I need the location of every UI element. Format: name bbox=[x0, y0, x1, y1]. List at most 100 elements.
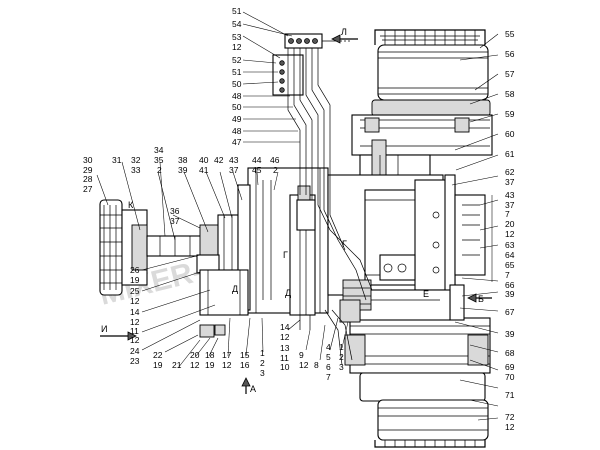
callout-r-26: 72 bbox=[505, 412, 515, 422]
callout-top-3c: 2 bbox=[157, 165, 162, 175]
callout-l-3: 12 bbox=[130, 296, 140, 306]
callout-r-17: 7 bbox=[505, 270, 510, 280]
letter-a: А bbox=[250, 384, 256, 394]
callout-b-7-0: 14 bbox=[280, 322, 290, 332]
callout-b-2-1: 12 bbox=[190, 360, 200, 370]
callout-r-21: 39 bbox=[505, 329, 515, 339]
callout-tl-3: 12 bbox=[232, 42, 242, 52]
callout-b-7-1: 12 bbox=[280, 332, 290, 342]
callout-r-4: 59 bbox=[505, 109, 515, 119]
callout-top-7a: 43 bbox=[229, 155, 239, 165]
letter-b: Б bbox=[478, 294, 484, 304]
callout-top-7b: 37 bbox=[229, 165, 239, 175]
callout-tl-0: 51 bbox=[232, 6, 242, 16]
callout-top-0c: 28 bbox=[83, 174, 93, 184]
callout-tl-7: 48 bbox=[232, 91, 242, 101]
callout-top-0d: 27 bbox=[83, 184, 93, 194]
callout-tl-1: 54 bbox=[232, 19, 242, 29]
letter-k: К bbox=[128, 200, 134, 210]
callout-r-18: 66 bbox=[505, 280, 515, 290]
left-motor-assembly bbox=[99, 184, 251, 338]
callout-b-6-1: 2 bbox=[260, 358, 265, 368]
callout-b-11-1: 2 bbox=[339, 352, 344, 362]
callout-r-20: 67 bbox=[505, 307, 515, 317]
callout-l-1: 19 bbox=[130, 275, 140, 285]
callout-b-8-1: 12 bbox=[299, 360, 309, 370]
callout-b-10-2: 6 bbox=[326, 362, 331, 372]
callout-b-9-0: 8 bbox=[314, 360, 319, 370]
callout-b-7-3: 11 bbox=[280, 353, 289, 363]
callout-r-16: 65 bbox=[505, 260, 515, 270]
callout-b-5-1: 16 bbox=[240, 360, 250, 370]
callouts-left: 26 19 25 12 14 12 11 12 24 23 bbox=[130, 265, 140, 366]
callout-r-12: 20 bbox=[505, 219, 515, 229]
callout-l-8: 24 bbox=[130, 346, 140, 356]
callout-b-2-0: 20 bbox=[190, 350, 200, 360]
callout-r-6: 61 bbox=[505, 149, 515, 159]
callout-tl-2: 53 bbox=[232, 32, 242, 42]
callouts-top-left: 51 54 53 12 52 51 50 48 50 49 48 47 bbox=[232, 6, 242, 147]
leader-lines bbox=[96, 11, 499, 421]
callout-tl-6: 50 bbox=[232, 79, 242, 89]
callout-r-13: 12 bbox=[505, 229, 515, 239]
callout-tl-4: 52 bbox=[232, 55, 242, 65]
callout-tl-10: 48 bbox=[232, 126, 242, 136]
callout-r-24: 70 bbox=[505, 372, 515, 382]
letter-d1: Д bbox=[232, 284, 238, 294]
callout-top-8a: 44 bbox=[252, 155, 262, 165]
callout-top-0b: 29 bbox=[83, 165, 93, 175]
callout-l-7: 12 bbox=[130, 335, 140, 345]
letter-d2: Д bbox=[285, 288, 291, 298]
callout-tl-9: 49 bbox=[232, 114, 242, 124]
callout-r-5: 60 bbox=[505, 129, 515, 139]
callout-top-9a: 46 bbox=[270, 155, 280, 165]
letter-e: Е bbox=[423, 289, 429, 299]
callout-top-5a: 40 bbox=[199, 155, 209, 165]
callout-top-8b: 45 bbox=[252, 165, 262, 175]
callout-top-6a: 42 bbox=[214, 155, 224, 165]
callout-b-6-2: 3 bbox=[260, 368, 265, 378]
callout-b-3-1: 19 bbox=[205, 360, 215, 370]
callout-l-0: 26 bbox=[130, 265, 140, 275]
callout-r-27: 12 bbox=[505, 422, 515, 432]
letter-g2: Г bbox=[342, 239, 347, 249]
callout-b-10-1: 5 bbox=[326, 352, 331, 362]
callout-tl-8: 50 bbox=[232, 102, 242, 112]
callout-top-9b: 2 bbox=[273, 165, 278, 175]
callouts-bottom: 22 19 21 20 12 18 19 17 12 15 16 1 2 3 1… bbox=[153, 322, 344, 382]
callout-mid-1: 37 bbox=[170, 216, 180, 226]
callout-top-3b: 35 bbox=[154, 155, 164, 165]
section-letters: К Л И Г Г Д Д Е Б А bbox=[101, 27, 484, 394]
callout-r-11: 7 bbox=[505, 209, 510, 219]
letter-l: Л bbox=[341, 27, 347, 37]
callout-tl-11: 47 bbox=[232, 137, 242, 147]
callout-r-25: 71 bbox=[505, 390, 515, 400]
callout-r-1: 56 bbox=[505, 49, 515, 59]
callout-l-6: 11 bbox=[130, 326, 139, 336]
callout-tl-5: 51 bbox=[232, 67, 242, 77]
callout-r-22: 68 bbox=[505, 348, 515, 358]
callout-r-23: 69 bbox=[505, 362, 515, 372]
callout-b-4-1: 12 bbox=[222, 360, 232, 370]
callout-l-2: 25 bbox=[130, 286, 140, 296]
callout-l-4: 14 bbox=[130, 307, 140, 317]
letter-i: И bbox=[101, 324, 107, 334]
callout-b-10-0: 4 bbox=[326, 342, 331, 352]
letter-g1: Г bbox=[283, 250, 288, 260]
callout-b-0-1: 19 bbox=[153, 360, 163, 370]
callout-r-19: 39 bbox=[505, 289, 515, 299]
callout-top-5b: 41 bbox=[199, 165, 209, 175]
hydraulic-lines bbox=[272, 33, 373, 366]
callout-top-4b: 39 bbox=[178, 165, 188, 175]
callout-r-7: 62 bbox=[505, 167, 515, 177]
callout-b-8-0: 9 bbox=[299, 350, 304, 360]
callout-b-11-0: 1 bbox=[339, 342, 344, 352]
callout-r-14: 63 bbox=[505, 240, 515, 250]
gearbox-body bbox=[247, 167, 486, 321]
callout-top-3a: 34 bbox=[154, 145, 164, 155]
callout-top-0a: 30 bbox=[83, 155, 93, 165]
callout-l-9: 23 bbox=[130, 356, 140, 366]
callout-mid-0: 36 bbox=[170, 206, 180, 216]
callouts-right: 55 56 57 58 59 60 61 62 37 43 37 7 20 12… bbox=[505, 29, 515, 432]
